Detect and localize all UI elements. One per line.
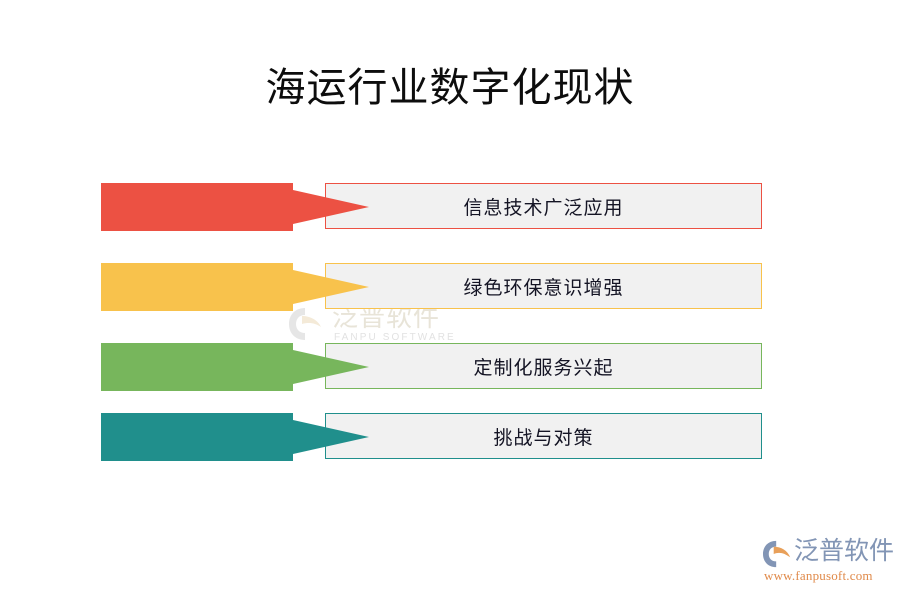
list-item[interactable]: 挑战与对策 [101,413,763,461]
row-label-box[interactable]: 信息技术广泛应用 [325,183,762,229]
row-label-text: 挑战与对策 [493,427,594,449]
row-label-text: 信息技术广泛应用 [463,197,624,219]
brand-url-text: www.fanpusoft.com [764,568,873,583]
row-label-text: 定制化服务兴起 [473,357,614,379]
fanpu-logo-mark-icon [288,307,324,341]
right-arrow-icon [101,343,369,391]
list-item[interactable]: 定制化服务兴起 [101,343,763,391]
brand-logo: 泛普软件 www.fanpusoft.com [762,537,894,584]
brand-cn-text: 泛普软件 [794,537,895,565]
page-title: 海运行业数字化现状 [265,65,635,110]
list-item[interactable]: 信息技术广泛应用 [101,183,763,231]
right-arrow-icon [101,263,369,311]
list-item[interactable]: 绿色环保意识增强 [101,263,763,311]
right-arrow-icon [101,183,369,231]
right-arrow-icon [101,413,369,461]
row-label-text: 绿色环保意识增强 [463,277,624,299]
row-label-box[interactable]: 绿色环保意识增强 [325,263,762,309]
row-label-box[interactable]: 挑战与对策 [325,413,762,459]
fanpu-logo-mark-icon [762,540,792,568]
row-label-box[interactable]: 定制化服务兴起 [325,343,762,389]
